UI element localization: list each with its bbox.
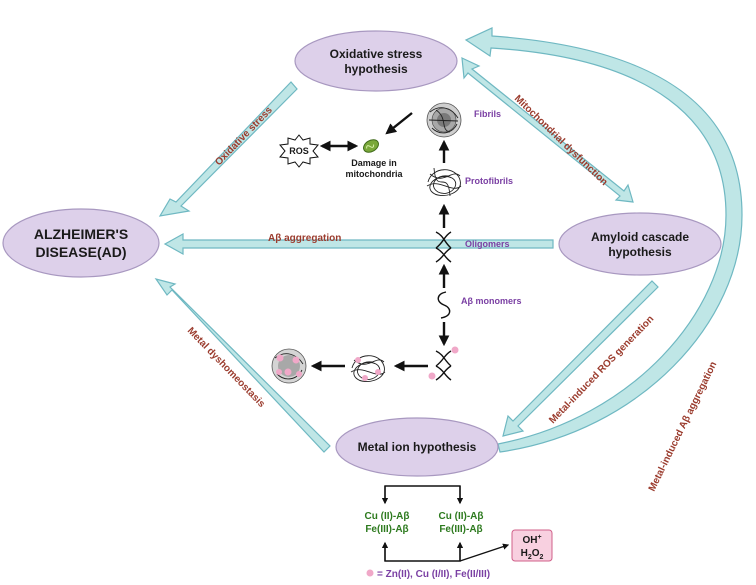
- arrow-oxidative-amyloid: [461, 57, 634, 203]
- product-o: O: [532, 548, 540, 559]
- arrow-amyloid-to-metal: [502, 280, 659, 437]
- node-amyloid-line1: Amyloid cascade: [591, 230, 689, 244]
- ros-products-box: OH+ H2O2: [511, 529, 553, 562]
- node-metal-ion: Metal ion hypothesis: [335, 417, 499, 477]
- product-oh-sup: +: [537, 534, 541, 541]
- metal-oligomer-icon: [428, 346, 459, 381]
- node-ad-line1: ALZHEIMER'S: [34, 226, 128, 242]
- complex-left-line1: Cu (II)-Aβ: [365, 511, 410, 522]
- product-oh: OH: [522, 535, 537, 546]
- complex-left-line2: Fe(III)-Aβ: [365, 524, 408, 535]
- node-amyloid-cascade: Amyloid cascade hypothesis: [558, 212, 722, 276]
- arrow-metal-to-oxidative: [464, 27, 743, 453]
- node-metal-label: Metal ion hypothesis: [358, 440, 477, 454]
- mitochondria-icon: [363, 139, 379, 153]
- node-oxidative-line1: Oxidative stress: [330, 47, 423, 61]
- damage-line1: Damage in: [351, 158, 397, 168]
- fibril-icon: [426, 102, 462, 138]
- stage-protofibrils: Protofibrils: [465, 176, 513, 186]
- ros-label: ROS: [289, 146, 309, 156]
- ros-starburst-icon: [279, 134, 319, 168]
- redox-cycle: [381, 485, 510, 562]
- metal-protofibril-icon: [350, 355, 386, 382]
- metal-dot-icon: [366, 569, 374, 577]
- node-oxidative-line2: hypothesis: [344, 62, 408, 76]
- arrow-oxidative-to-ad: [158, 81, 298, 217]
- monomer-icon: [437, 291, 451, 319]
- label-oxidative-stress: Oxidative stress: [213, 105, 275, 169]
- label-metal-dyshomeostasis: Metal dyshomeostasis: [185, 325, 267, 410]
- svg-text:H2O2: H2O2: [521, 548, 544, 561]
- stage-monomers: Aβ monomers: [461, 296, 522, 306]
- node-amyloid-line2: hypothesis: [608, 245, 672, 259]
- node-alzheimers-disease: ALZHEIMER'S DISEASE(AD): [2, 208, 160, 278]
- stage-oligomers: Oligomers: [465, 239, 510, 249]
- label-mitochondrial-dysfunction: Mitochondrial dysfunction: [512, 93, 610, 188]
- label-abeta-aggregation: Aβ aggregation: [268, 233, 341, 244]
- product-o-sub: 2: [540, 554, 544, 561]
- svg-text:OH+: OH+: [522, 534, 541, 546]
- stage-fibrils: Fibrils: [474, 109, 501, 119]
- metal-legend: = Zn(II), Cu (I/II), Fe(II/III): [366, 569, 490, 580]
- product-h: H: [521, 548, 528, 559]
- product-h-sub: 2: [528, 554, 532, 561]
- node-oxidative-stress: Oxidative stress hypothesis: [294, 30, 458, 92]
- oligomer-icon: [435, 231, 452, 263]
- complex-right-line1: Cu (II)-Aβ: [439, 511, 484, 522]
- complex-right-line2: Fe(III)-Aβ: [439, 524, 482, 535]
- arrow-amyloid-to-ad: [163, 232, 554, 256]
- damage-line2: mitochondria: [345, 169, 403, 179]
- fibril-to-mito-arrow: [385, 112, 413, 135]
- node-ad-line2: DISEASE(AD): [35, 244, 126, 260]
- legend-text: = Zn(II), Cu (I/II), Fe(II/III): [377, 569, 490, 580]
- protofibril-icon: [426, 167, 462, 197]
- metal-fibril-icon: [271, 348, 307, 384]
- arrow-metal-to-ad: [154, 278, 331, 453]
